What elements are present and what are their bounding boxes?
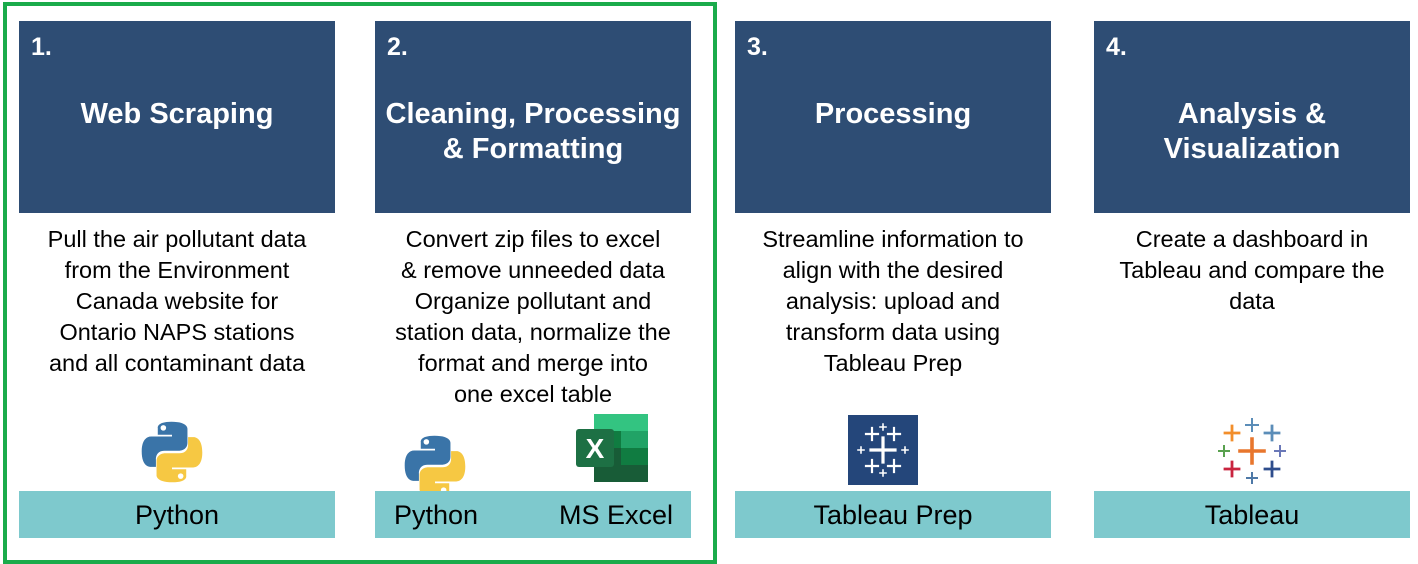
- step-header: 1. Web Scraping: [19, 21, 335, 213]
- step-header: 2. Cleaning, Processing & Formatting: [375, 21, 691, 213]
- step-number: 2.: [387, 33, 408, 61]
- tableau-logo-icon: [1218, 418, 1286, 484]
- step-number: 3.: [747, 33, 768, 61]
- step-title: Web Scraping: [80, 98, 274, 130]
- step-1: 1. Web Scraping Pull the air pollutant d…: [19, 21, 335, 538]
- step-description: Pull the air pollutant data from the Env…: [47, 226, 307, 376]
- tool-bar: Python MS Excel: [375, 491, 691, 538]
- highlight-frame: [3, 2, 717, 564]
- tool-label-tableau: Tableau: [1204, 500, 1300, 530]
- step-number: 1.: [31, 33, 52, 61]
- tool-label-ms-excel: MS Excel: [558, 500, 673, 530]
- step-title: Cleaning, Processing & Formatting: [385, 98, 681, 165]
- step-description: Create a dashboard in Tableau and compar…: [1119, 226, 1385, 314]
- tool-bar: Tableau: [1094, 491, 1410, 538]
- step-description: Convert zip files to excel & remove unne…: [395, 226, 671, 407]
- step-3: 3. Processing Streamline information to …: [735, 21, 1051, 538]
- step-header: 3. Processing: [735, 21, 1051, 213]
- tool-bar: Tableau Prep: [735, 491, 1051, 538]
- python-logo-icon: [141, 421, 203, 483]
- excel-logo-icon: X: [576, 414, 648, 482]
- tableau-prep-logo-icon: [848, 415, 918, 485]
- tool-label-python: Python: [134, 500, 220, 530]
- tool-bar: Python: [19, 491, 335, 538]
- step-header: 4. Analysis & Visualization: [1094, 21, 1410, 213]
- tool-label-python: Python: [394, 500, 479, 530]
- tool-label-tableau-prep: Tableau Prep: [813, 500, 973, 530]
- step-title: Processing: [814, 98, 972, 130]
- excel-letter: X: [586, 433, 605, 464]
- step-4: 4. Analysis & Visualization Create a das…: [1094, 21, 1410, 538]
- python-logo-icon: [404, 435, 466, 497]
- step-title: Analysis & Visualization: [1163, 98, 1341, 165]
- step-description: Streamline information to align with the…: [762, 226, 1024, 376]
- step-number: 4.: [1106, 33, 1127, 61]
- step-2: 2. Cleaning, Processing & Formatting Con…: [375, 21, 691, 538]
